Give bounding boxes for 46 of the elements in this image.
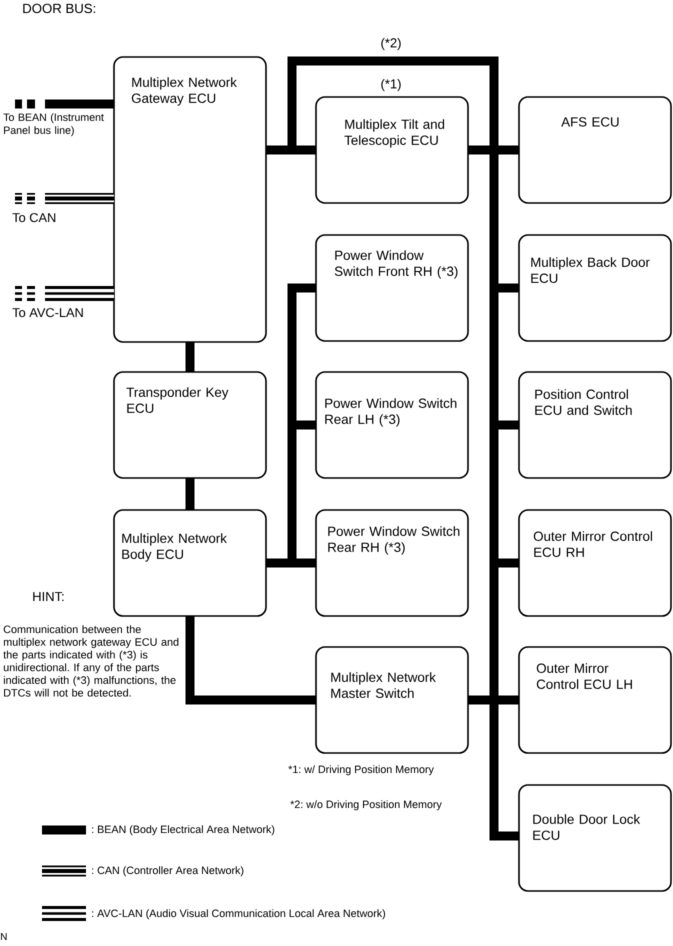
bus-line [15, 286, 114, 301]
footnote: *1: w/ Driving Position Memory [288, 765, 434, 776]
edge-label: To CAN [12, 213, 56, 222]
component-box: Transponder Key ECU [113, 371, 267, 479]
bus-line [186, 616, 316, 704]
hint-text: Communication between the multiplex network gateway ECU and the parts indicated with (*3) is unidirectional. If any of the parts indicated with (*3) malfunctions, the DTCs will not be detected. [3, 625, 178, 697]
component-box: Power Window Switch Rear LH (*3) [315, 371, 469, 479]
hint-heading: HINT: [33, 592, 64, 601]
note-mark: (*1) [381, 78, 401, 92]
footnote: *2: w/o Driving Position Memory [290, 800, 442, 810]
bus-line [266, 146, 316, 154]
bus-line [15, 193, 114, 204]
component-box: Double Door Lock ECU [518, 784, 672, 892]
bus-line [498, 696, 519, 704]
edge-label: (*2) [381, 38, 401, 50]
bus-line [498, 284, 519, 292]
component-box: AFS ECU [518, 96, 672, 204]
component-box: Power Window Switch Rear RH (*3) [315, 509, 469, 617]
component-box: Outer Mirror Control ECU LH [518, 646, 672, 754]
bus-line [468, 696, 490, 704]
bus-line [266, 558, 316, 568]
bus-line [490, 154, 519, 840]
bus-line [288, 284, 316, 558]
component-box: Power Window Switch Front RH (*3) [315, 234, 469, 342]
bus-line [498, 420, 519, 430]
component-box: Position Control ECU and Switch [518, 371, 672, 479]
edge-label: To AVC-LAN [12, 308, 83, 318]
legend-text: : AVC-LAN (Audio Visual Communication Local Area Network) [92, 909, 386, 920]
bus-line [15, 100, 114, 108]
component-box: Multiplex Network Gateway ECU [113, 56, 267, 343]
bus-line [468, 146, 519, 154]
bus-line [498, 558, 519, 568]
component-box: Multiplex Network Master Switch [315, 646, 469, 754]
component-box: Outer Mirror Control ECU RH [518, 509, 672, 617]
figure-code: N [1, 933, 7, 940]
legend-text: : BEAN (Body Electrical Area Network) [92, 825, 274, 836]
legend-text: : CAN (Controller Area Network) [92, 866, 244, 876]
component-box: Multiplex Back Door ECU [518, 234, 672, 342]
bus-line [186, 342, 194, 372]
component-box: Multiplex Network Body ECU [113, 509, 267, 617]
bus-line [288, 56, 498, 146]
diagram-title: DOOR BUS: [23, 4, 96, 14]
bus-line [186, 478, 194, 510]
component-box: Multiplex Tilt and Telescopic ECU [315, 96, 469, 204]
bus-line [296, 420, 316, 430]
edge-label: To BEAN (Instrument Panel bus line) [3, 113, 104, 136]
